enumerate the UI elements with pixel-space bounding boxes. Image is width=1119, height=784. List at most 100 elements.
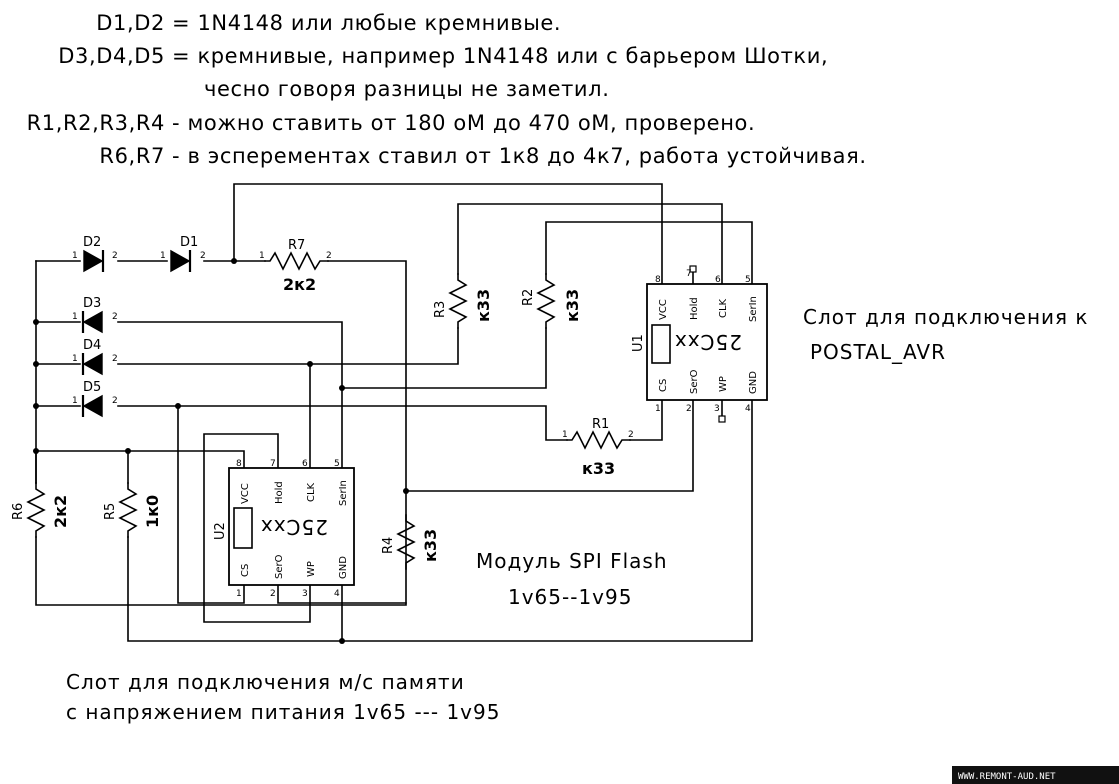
u1-cs: CS xyxy=(658,379,669,392)
chip-notch xyxy=(651,324,671,364)
diode-d3: D3 1 2 xyxy=(72,296,118,334)
resistor-r4: R4 к33 xyxy=(381,514,440,570)
resistor-zigzag xyxy=(536,273,556,329)
resistor-zigzag xyxy=(118,482,138,538)
junction-dot xyxy=(33,361,39,367)
wire-vcc-u1 xyxy=(233,183,663,285)
watermark-text: WWW.REMONT-AUD.NET xyxy=(958,772,1056,782)
pin-number: 5 xyxy=(334,459,340,469)
u1-gnd: GND xyxy=(748,371,759,394)
pin-number: 1 xyxy=(72,354,78,364)
u1-ref: U1 xyxy=(631,334,646,352)
pin-number: 5 xyxy=(745,275,751,285)
resistor-r2: R2 к33 xyxy=(521,273,582,329)
wire-sero-r4 xyxy=(405,399,694,492)
diode-triangle xyxy=(82,310,103,334)
pin-number: 1 xyxy=(160,251,166,261)
pin-number: 2 xyxy=(112,396,118,406)
chip-u2: U2 25Cxx VCC Hold CLK SerIn CS SerO WP G… xyxy=(213,459,355,599)
r1-label: R1 xyxy=(592,417,609,432)
chip-notch xyxy=(233,507,253,549)
diode-d2: D2 1 2 xyxy=(72,235,118,273)
watermark-bg xyxy=(952,766,1119,784)
junction-dot xyxy=(339,385,345,391)
wire-d4-r3 xyxy=(117,327,459,365)
pin-number: 7 xyxy=(270,459,276,469)
u1-wp: WP xyxy=(718,376,729,392)
module-voltage: 1v65--1v95 xyxy=(508,585,632,609)
wire-cs-u2 xyxy=(177,405,245,604)
r3-label: R3 xyxy=(433,301,448,318)
u2-serin: SerIn xyxy=(338,480,349,506)
note-1-label: D1,D2 xyxy=(96,11,165,35)
u2-vcc: VCC xyxy=(240,483,251,504)
captions: Слот для подключения к POSTAL_AVR Модуль… xyxy=(66,305,1088,724)
chip-body xyxy=(646,283,768,401)
r2-label: R2 xyxy=(521,289,536,306)
resistor-r1: R1 к33 1 2 xyxy=(562,417,634,478)
wire-gnd xyxy=(127,399,753,642)
resistor-zigzag xyxy=(26,482,46,538)
wire-r7-r4 xyxy=(35,260,407,606)
junction-dot xyxy=(175,403,181,409)
pin-number: 8 xyxy=(236,459,242,469)
pin-number: 2 xyxy=(112,312,118,322)
pin-number: 8 xyxy=(655,275,661,285)
pin-number: 6 xyxy=(302,459,308,469)
pin-number: 2 xyxy=(686,404,692,414)
d5-label: D5 xyxy=(83,380,101,395)
pin-number: 4 xyxy=(334,589,340,599)
wire-hold-wp xyxy=(203,433,311,623)
pin-number: 1 xyxy=(562,430,568,440)
junction-dot xyxy=(33,319,39,325)
notes: D1,D2 = 1N4148 или любые кремнивые. D3,D… xyxy=(27,11,867,168)
chip-u1: U1 25Cxx VCC Hold CLK SerIn CS SerO WP G… xyxy=(631,269,768,414)
pin-number: 4 xyxy=(745,404,751,414)
pin-number: 1 xyxy=(72,396,78,406)
pin-number: 2 xyxy=(112,354,118,364)
resistor-r6: R6 2к2 xyxy=(11,482,70,538)
pin-number: 3 xyxy=(302,589,308,599)
note-2-label: D3,D4,D5 xyxy=(58,44,165,68)
u1-vcc: VCC xyxy=(658,299,669,320)
diode-triangle xyxy=(83,249,104,273)
r4-value: к33 xyxy=(421,529,440,562)
pin-end-marker xyxy=(718,415,726,423)
resistor-zigzag xyxy=(264,251,329,271)
r2-value: к33 xyxy=(563,289,582,322)
slot-mem-line2: с напряжением питания 1v65 --- 1v95 xyxy=(66,700,500,724)
diode-d4: D4 1 2 xyxy=(72,338,118,376)
note-3-text: чесно говоря разницы не заметил. xyxy=(204,77,609,101)
pin-number: 1 xyxy=(72,312,78,322)
r4-label: R4 xyxy=(381,537,396,554)
junction-dot xyxy=(307,361,313,367)
pin-number: 7 xyxy=(686,269,692,279)
diode-d5: D5 1 2 xyxy=(72,380,118,418)
u2-gnd: GND xyxy=(338,556,349,579)
wire-r2-serin xyxy=(545,221,753,285)
d3-label: D3 xyxy=(83,296,101,311)
wire-d5-r1 xyxy=(117,405,568,441)
r3-value: к33 xyxy=(474,289,493,322)
pin-number: 1 xyxy=(72,251,78,261)
slot-avr-line2: POSTAL_AVR xyxy=(810,340,946,364)
junctions xyxy=(33,258,726,644)
wire-serin-r2 xyxy=(341,327,547,389)
r5-value: 1к0 xyxy=(143,495,162,528)
resistor-zigzag xyxy=(396,514,416,570)
junction-dot xyxy=(231,258,237,264)
u2-sero: SerO xyxy=(274,554,285,579)
wire-r3-clk xyxy=(457,203,723,285)
pin-number: 6 xyxy=(715,275,721,285)
junction-dot xyxy=(403,488,409,494)
resistor-r7: R7 2к2 1 2 xyxy=(259,238,332,294)
resistor-r5: R5 1к0 xyxy=(103,482,162,538)
r5-label: R5 xyxy=(103,503,118,520)
d1-label: D1 xyxy=(180,235,198,250)
wire-vcc-u2 xyxy=(35,450,245,484)
chip-body xyxy=(228,467,355,586)
pin-number: 1 xyxy=(655,404,661,414)
diode-d1: D1 1 2 xyxy=(160,235,206,273)
diode-triangle xyxy=(82,352,103,376)
